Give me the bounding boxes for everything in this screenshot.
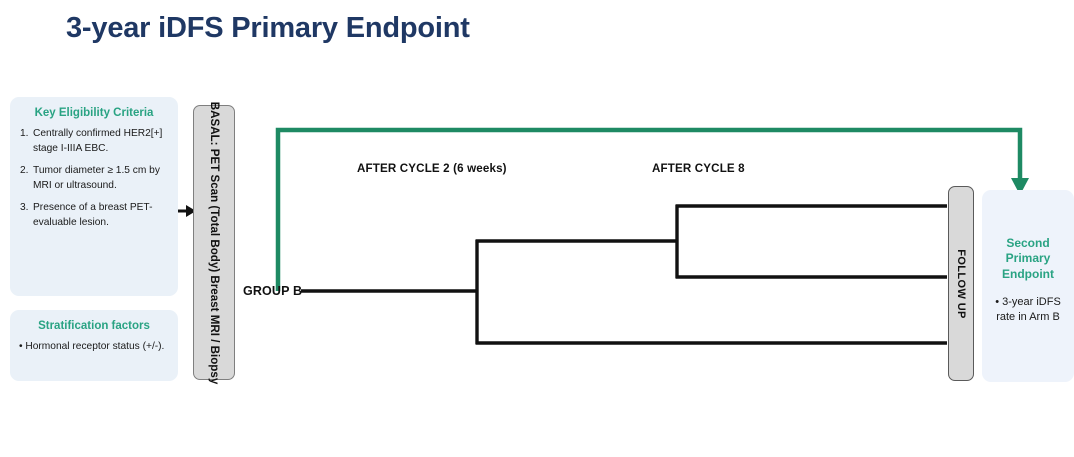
- list-item-number: 2.: [20, 165, 29, 177]
- stratification-bullet: • Hormonal receptor status (+/-).: [19, 341, 165, 353]
- green-bypass-arrow: [275, 127, 1029, 291]
- second-primary-endpoint-panel: Second Primary Endpoint • 3-year iDFS ra…: [982, 190, 1074, 382]
- page-title: 3-year iDFS Primary Endpoint: [66, 12, 470, 44]
- basal-assessment-box: BASAL: PET Scan (Total Body) Breast MRI …: [193, 101, 235, 384]
- list-item-number: 3.: [20, 202, 29, 214]
- list-item: 2. Tumor diameter ≥ 1.5 cm by MRI or ult…: [20, 164, 170, 193]
- follow-up-label: FOLLOW UP: [955, 248, 967, 319]
- endpoint-heading: Second Primary Endpoint: [1002, 236, 1054, 281]
- after-cycle-2-label: AFTER CYCLE 2 (6 weeks): [357, 162, 507, 175]
- group-b-label: GROUP B: [243, 284, 303, 298]
- right-arrow-icon: [178, 205, 196, 217]
- list-item-text: Centrally confirmed HER2[+] stage I-IIIA…: [33, 128, 163, 154]
- after-cycle-8-label: AFTER CYCLE 8: [652, 162, 745, 175]
- list-item-text: Tumor diameter ≥ 1.5 cm by MRI or ultras…: [33, 165, 160, 191]
- endpoint-body: • 3-year iDFS rate in Arm B: [995, 296, 1061, 323]
- key-eligibility-panel: Key Eligibility Criteria 1. Centrally co…: [10, 97, 178, 296]
- list-item-text: Presence of a breast PET-evaluable lesio…: [33, 202, 153, 228]
- stratification-panel: Stratification factors • Hormonal recept…: [10, 310, 178, 381]
- basal-label: BASAL: PET Scan (Total Body) Breast MRI …: [208, 101, 222, 384]
- list-item: 1. Centrally confirmed HER2[+] stage I-I…: [20, 127, 170, 156]
- stratification-heading: Stratification factors: [38, 320, 150, 332]
- eligibility-list: 1. Centrally confirmed HER2[+] stage I-I…: [10, 127, 178, 230]
- list-item-number: 1.: [20, 128, 29, 140]
- list-item: 3. Presence of a breast PET-evaluable le…: [20, 201, 170, 230]
- eligibility-heading: Key Eligibility Criteria: [34, 107, 154, 119]
- black-tree: [301, 204, 947, 345]
- follow-up-box: FOLLOW UP: [948, 186, 974, 381]
